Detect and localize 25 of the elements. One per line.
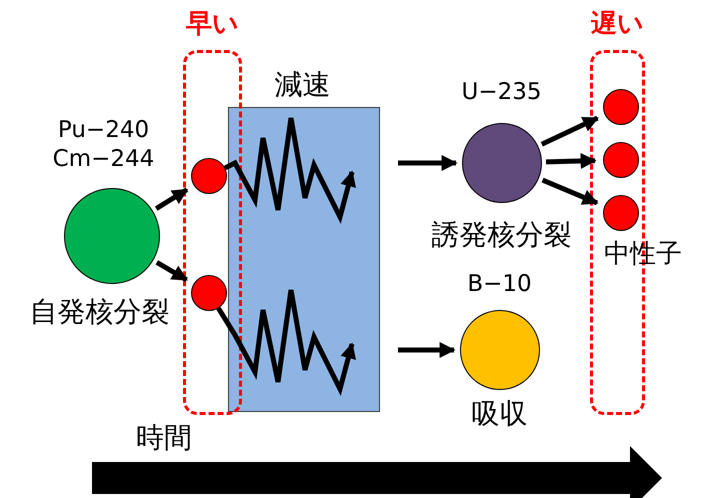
process-label: 吸収 — [470, 396, 528, 432]
neutron-label: 中性子 — [604, 238, 682, 271]
arrow — [398, 342, 456, 358]
neutron-circle — [603, 89, 639, 125]
zigzag-arrow — [224, 116, 356, 224]
group-heading: 遅い — [590, 8, 645, 41]
neutron-circle — [191, 275, 227, 311]
axis-label: 時間 — [136, 420, 192, 456]
isotope-label: U−235 — [460, 78, 542, 106]
arrow — [540, 116, 599, 147]
arrow — [546, 153, 597, 170]
neutron-circle — [603, 195, 639, 231]
arrow — [398, 155, 458, 171]
isotope-label: Pu−240 Cm−244 — [52, 116, 156, 174]
box-heading: 減速 — [274, 66, 332, 102]
arrow — [542, 178, 598, 206]
zigzag-arrow — [216, 288, 356, 396]
process-label: 自発核分裂 — [28, 294, 170, 330]
neutron-circle — [191, 158, 227, 194]
arrow — [154, 188, 188, 211]
process-label: 誘発核分裂 — [430, 216, 572, 252]
neutron-circle — [603, 142, 639, 178]
arrow — [156, 260, 188, 282]
group-heading: 早い — [185, 8, 240, 41]
isotope-label: B−10 — [466, 270, 533, 298]
